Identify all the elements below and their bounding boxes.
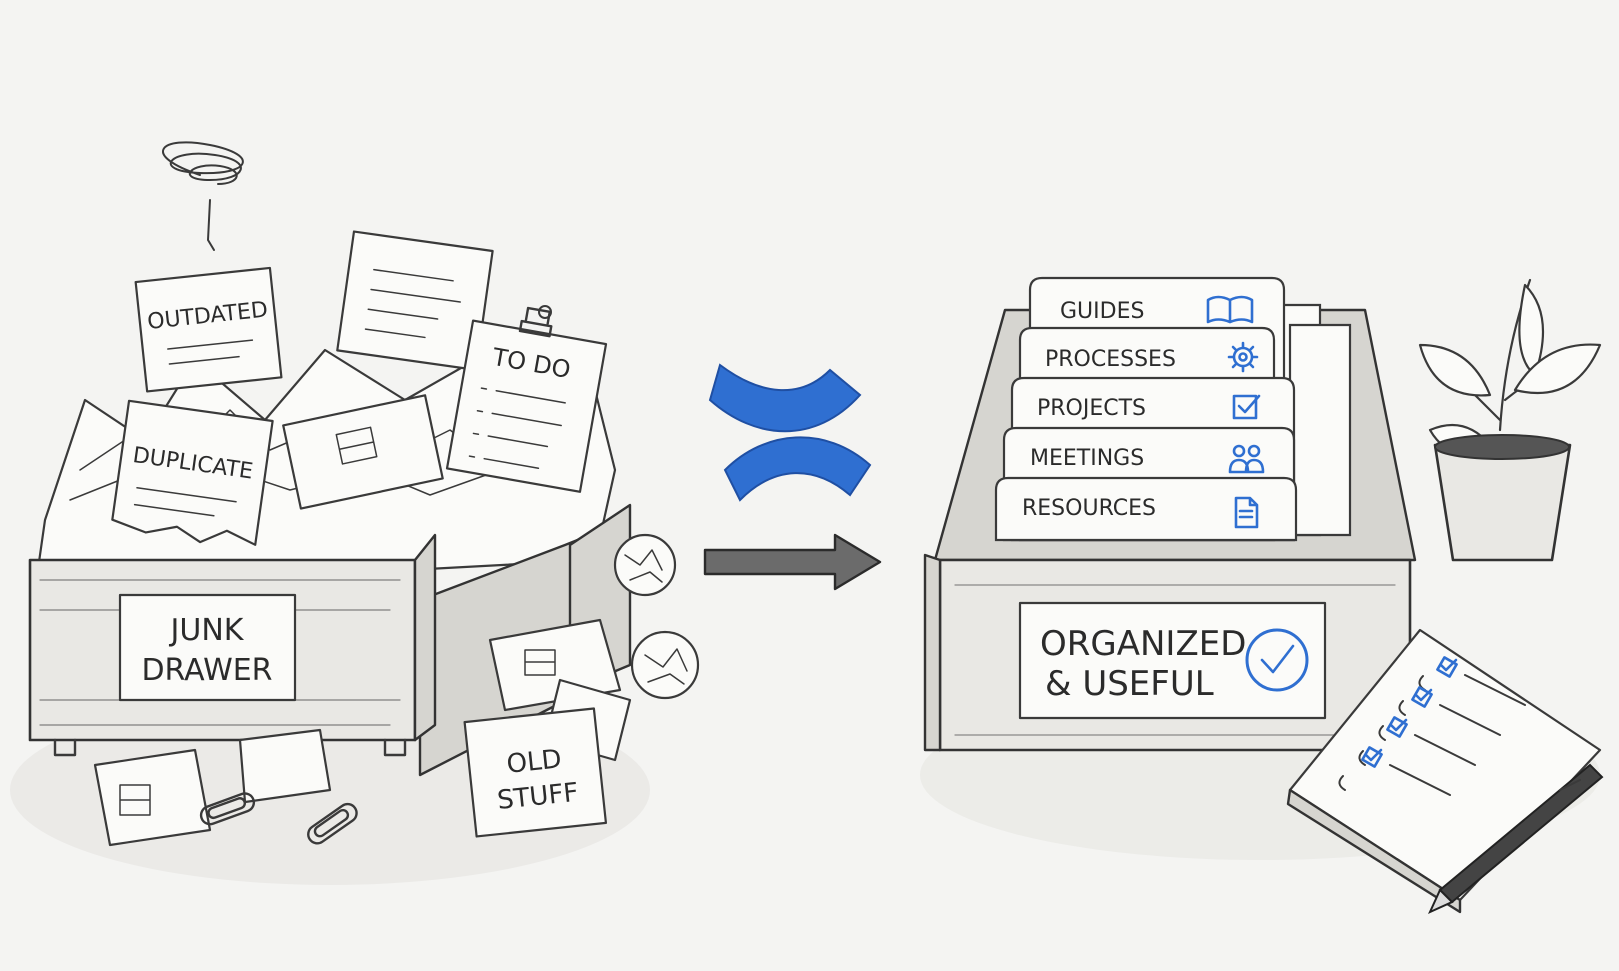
note-outdated: OUTDATED <box>134 266 283 393</box>
organized-label-line2: & USEFUL <box>1045 664 1214 704</box>
organized-box-front: ORGANIZED & USEFUL <box>923 553 1412 752</box>
spilled-papers <box>93 618 632 847</box>
checkbox-icon <box>1232 394 1261 420</box>
note-duplicate: DUPLICATE <box>111 399 274 546</box>
junk-drawer-box: JUNK DRAWER <box>28 503 632 777</box>
checklist-icon <box>1361 656 1526 796</box>
squiggle-scribble <box>162 141 244 251</box>
potted-plant <box>1418 278 1602 562</box>
checkmark-circle-icon <box>1245 628 1309 692</box>
tab-resources: RESOURCES <box>994 476 1298 542</box>
tab-resources-label: RESOURCES <box>1022 496 1156 521</box>
junk-drawer-label-line1: JUNK <box>169 613 245 648</box>
note-todo: TO DO <box>445 306 608 493</box>
note-form <box>282 394 444 510</box>
junk-drawer-label-line2: DRAWER <box>141 653 272 688</box>
pen-icon <box>1427 763 1604 915</box>
tab-meetings-label: MEETINGS <box>1030 446 1144 471</box>
tab-guides-label: GUIDES <box>1060 299 1144 324</box>
organized-label-line1: ORGANIZED <box>1040 624 1246 664</box>
confluence-logo-icon <box>708 363 872 502</box>
book-icon <box>1206 295 1254 324</box>
people-icon <box>1228 444 1265 474</box>
note-old-stuff: OLD STUFF <box>463 707 608 838</box>
paperclip-icon <box>199 792 358 845</box>
binder-clip-icon <box>538 305 552 319</box>
tab-processes-label: PROCESSES <box>1045 347 1176 372</box>
gear-icon <box>1227 341 1259 373</box>
crumpled-paper-balls <box>613 533 700 700</box>
note-blank-lines <box>336 230 494 371</box>
arrow-right-icon <box>703 533 882 591</box>
document-icon <box>1234 496 1259 529</box>
note-old-stuff-line1: OLD <box>505 744 563 780</box>
tab-projects-label: PROJECTS <box>1037 396 1146 421</box>
